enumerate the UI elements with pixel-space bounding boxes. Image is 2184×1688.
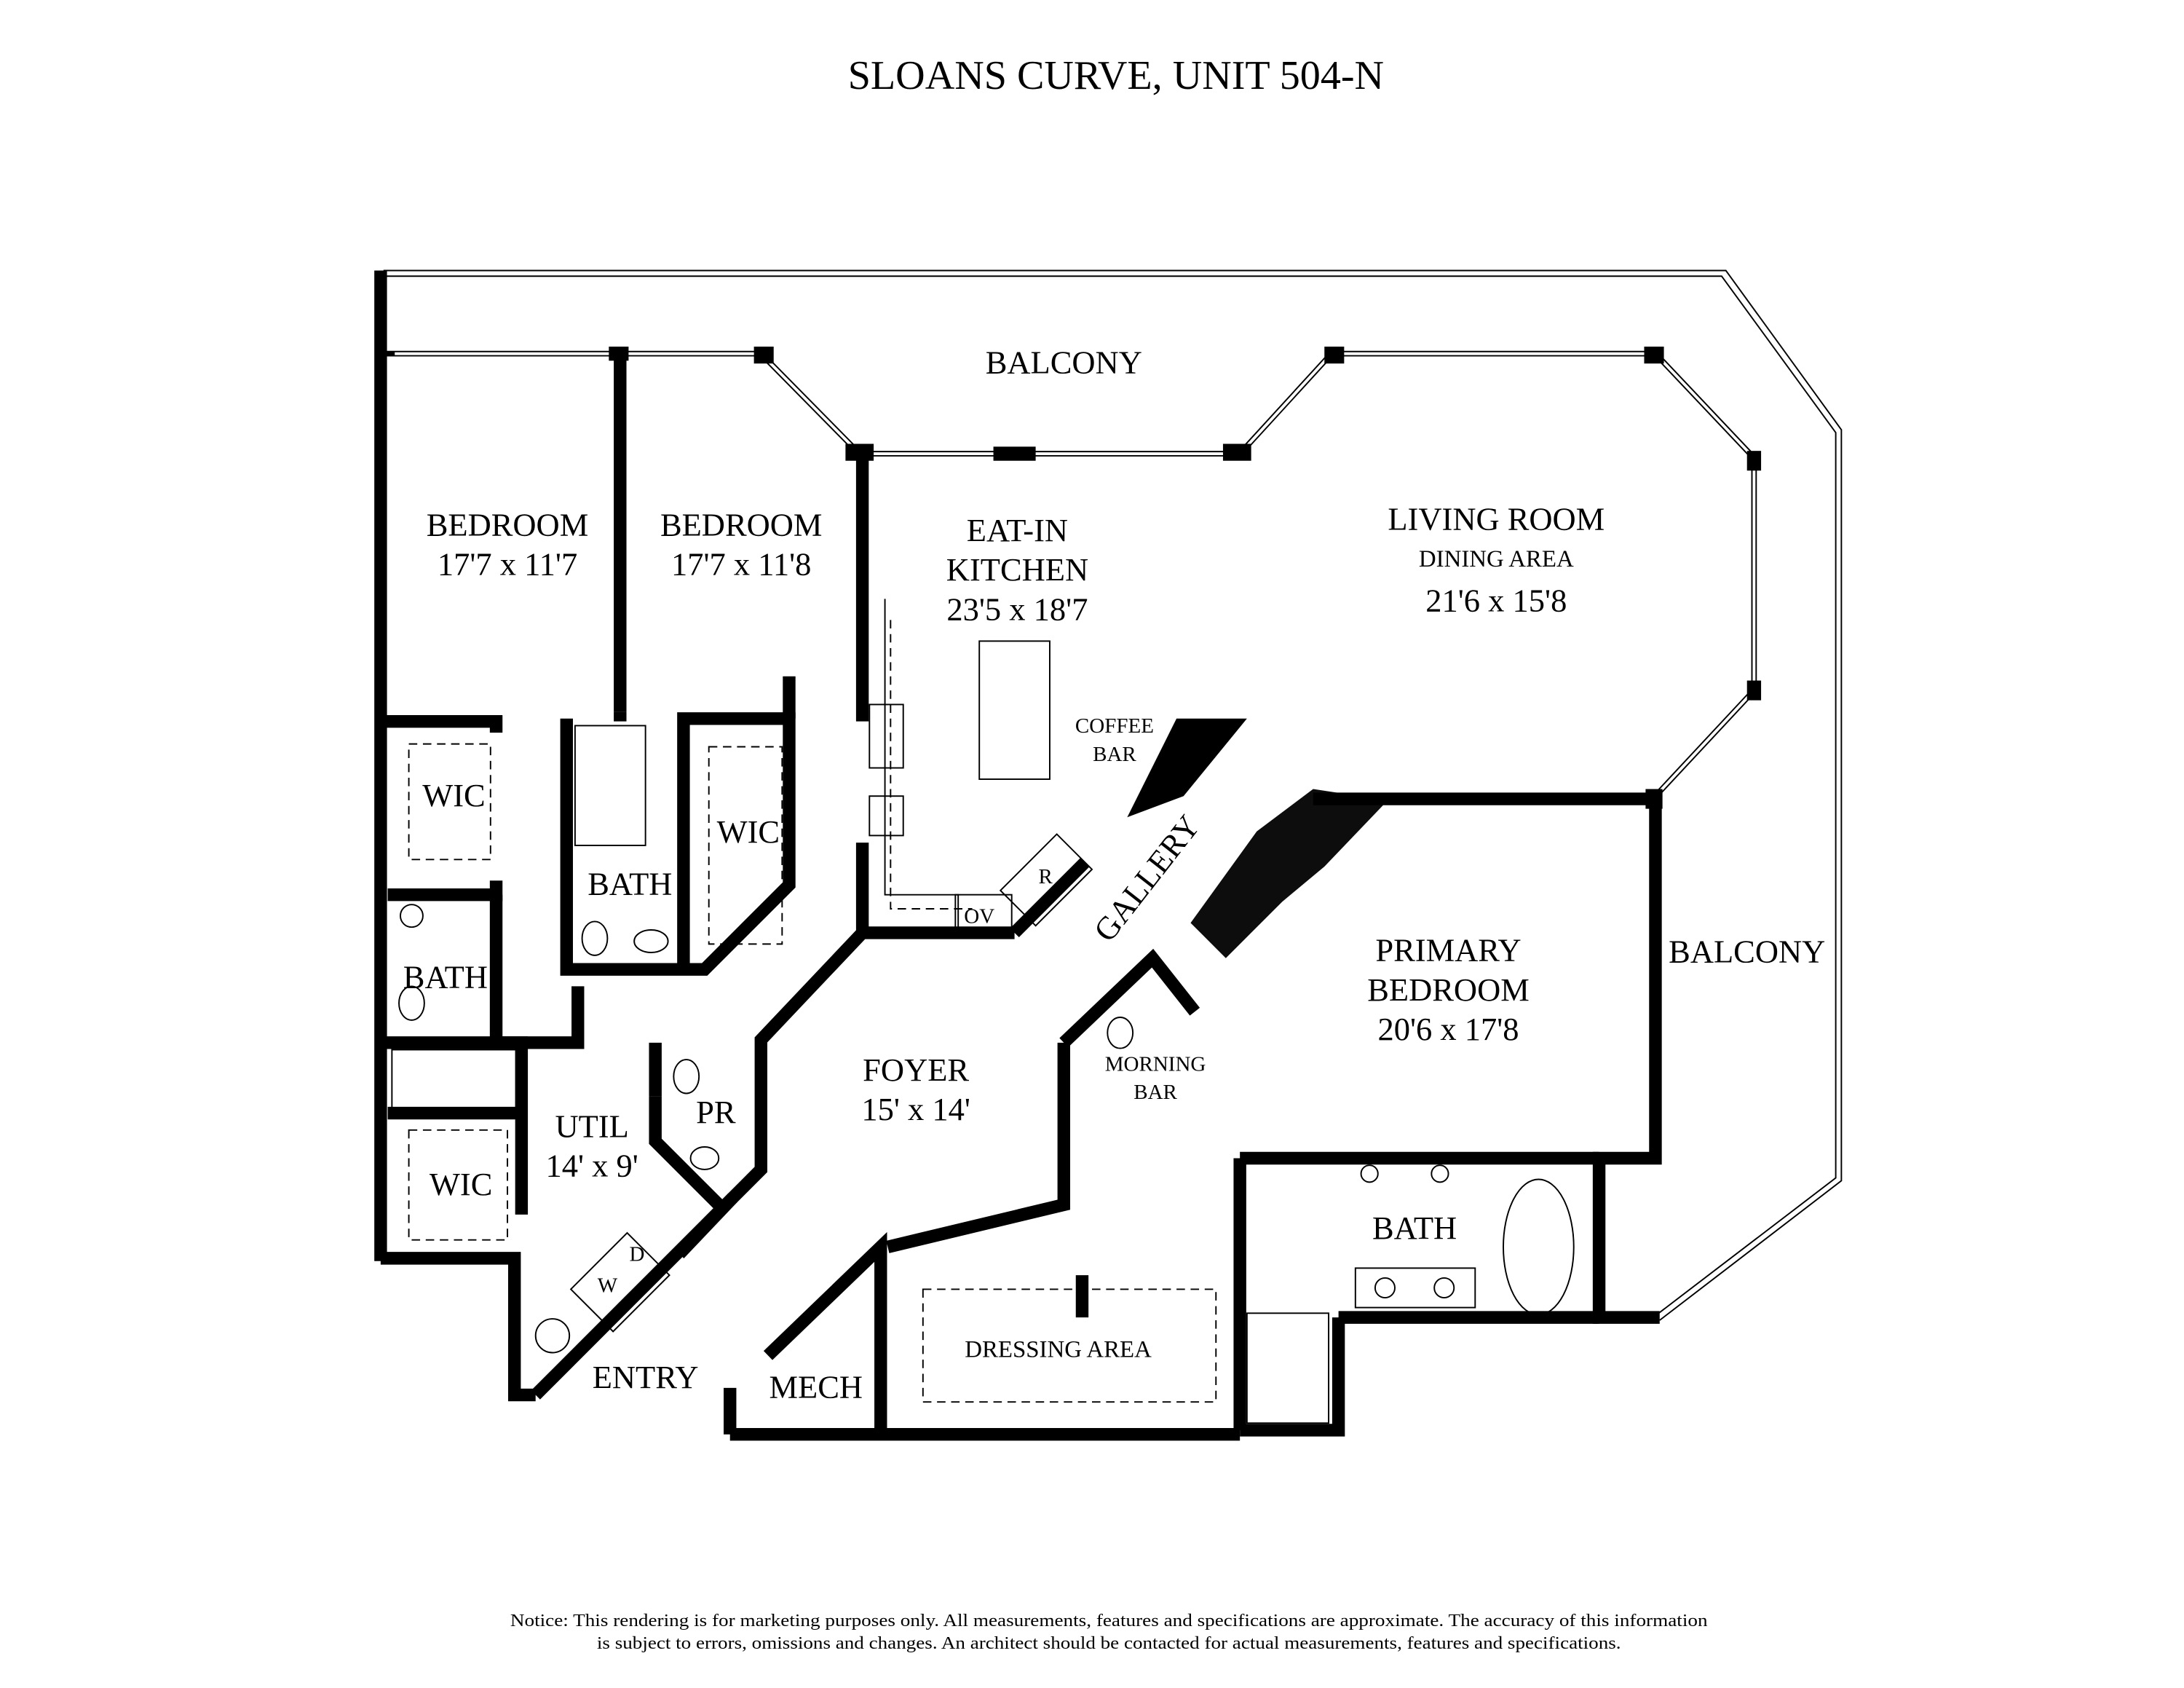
notice-line-1: Notice: This rendering is for marketing … <box>510 1611 1708 1630</box>
morning-bar-label-2: BAR <box>1133 1081 1177 1104</box>
bedroom1-label: BEDROOM <box>427 506 589 543</box>
dressing-label: DRESSING AREA <box>965 1336 1152 1362</box>
notice-line-2: is subject to errors, omissions and chan… <box>597 1633 1621 1653</box>
fixtures <box>391 599 1575 1424</box>
gallery-label: GALLERY <box>1086 808 1207 948</box>
walls <box>374 270 1762 1441</box>
primary-label-1: PRIMARY <box>1375 932 1521 969</box>
util-label: UTIL <box>555 1108 628 1144</box>
kitchen-label-2: KITCHEN <box>946 551 1088 588</box>
oven-label: OV <box>964 904 994 928</box>
coffee-bar-label-1: COFFEE <box>1075 714 1154 738</box>
balcony-right-label: BALCONY <box>1669 934 1825 970</box>
morning-bar-label-1: MORNING <box>1105 1053 1206 1076</box>
bath2-label: BATH <box>403 958 488 995</box>
bedroom1-size: 17'7 x 11'7 <box>438 545 577 582</box>
wic3-label: WIC <box>430 1166 493 1202</box>
bedroom2-size: 17'7 x 11'8 <box>671 545 811 582</box>
mech-label: MECH <box>769 1368 863 1405</box>
living-size: 21'6 x 15'8 <box>1425 583 1567 619</box>
foyer-label: FOYER <box>863 1052 969 1088</box>
bedroom2-label: BEDROOM <box>660 506 823 543</box>
wic2-label: WIC <box>717 813 780 850</box>
primary-label-2: BEDROOM <box>1367 971 1530 1008</box>
fridge-label: R <box>1038 865 1053 888</box>
plan-title: SLOANS CURVE, UNIT 504-N <box>848 53 1384 98</box>
entry-label: ENTRY <box>593 1359 699 1395</box>
dryer-label: D <box>630 1243 645 1266</box>
washer-label: W <box>598 1274 618 1297</box>
kitchen-size: 23'5 x 18'7 <box>946 591 1088 627</box>
dining-label: DINING AREA <box>1419 546 1574 572</box>
balcony-top-label: BALCONY <box>986 344 1142 381</box>
primary-size: 20'6 x 17'8 <box>1378 1011 1519 1047</box>
balcony-outline <box>383 269 1843 1321</box>
kitchen-label-1: EAT-IN <box>967 512 1068 548</box>
bath1-label: BATH <box>587 866 672 902</box>
coffee-bar-label-2: BAR <box>1093 743 1136 766</box>
bath3-label: BATH <box>1372 1210 1457 1246</box>
pr-label: PR <box>696 1094 736 1130</box>
util-size: 14' x 9' <box>545 1148 638 1184</box>
wic1-label: WIC <box>422 777 486 813</box>
living-label: LIVING ROOM <box>1388 501 1605 537</box>
foyer-size: 15' x 14' <box>861 1091 970 1127</box>
